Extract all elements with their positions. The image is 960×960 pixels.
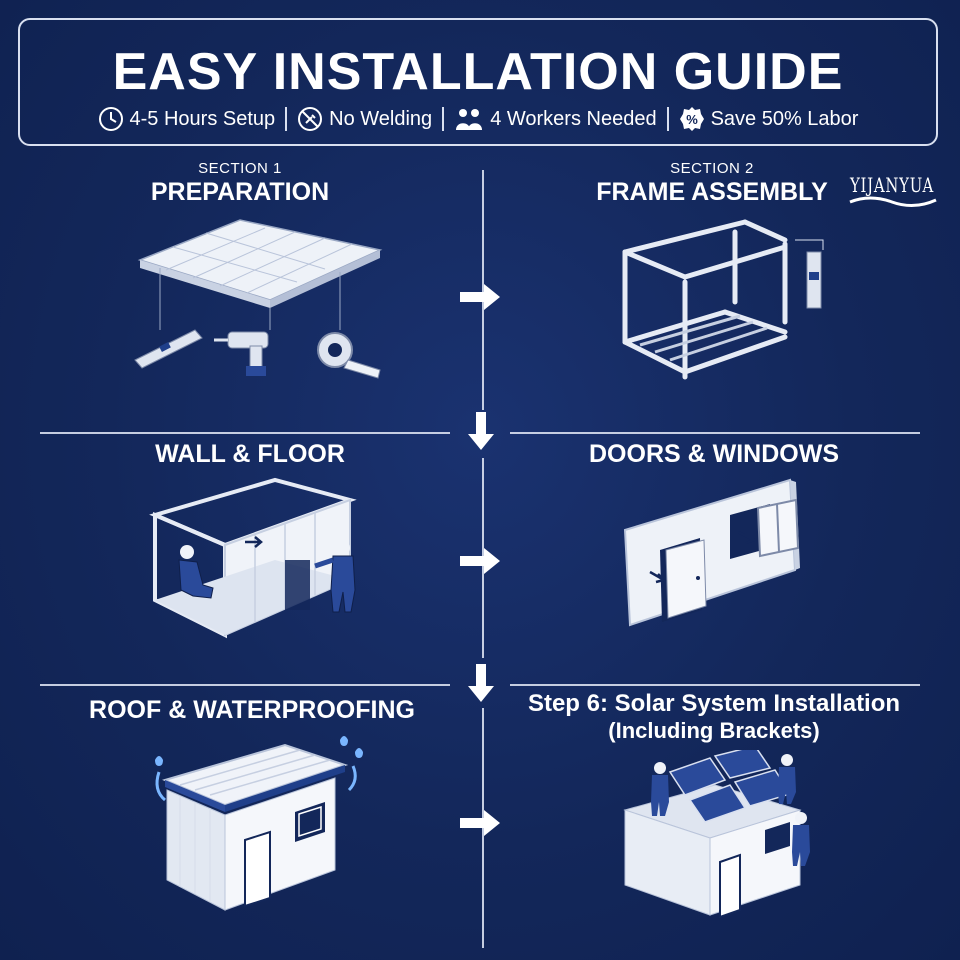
door-icon: [719, 853, 741, 919]
clock-icon: [98, 107, 123, 131]
worker-standing-icon: [651, 762, 669, 816]
feature-no-welding: No Welding: [297, 106, 432, 132]
divider-vertical: [482, 170, 484, 410]
window-icon: [730, 498, 800, 559]
arrow-right-icon: [460, 548, 500, 574]
tape-measure-icon: [317, 332, 381, 379]
divider-horizontal: [40, 684, 450, 686]
doors-windows-illustration: [623, 478, 800, 627]
divider-horizontal: [510, 684, 920, 686]
no-welding-icon: [298, 107, 323, 131]
step-2-title: FRAME ASSEMBLY: [596, 178, 828, 206]
feature-save-labor: % Save 50% Labor: [679, 106, 859, 132]
arrow-down-icon: [468, 664, 494, 702]
solar-panel-icon: [668, 750, 792, 823]
svg-text:YIJANYUA: YIJANYUA: [849, 173, 934, 197]
solar-installation-illustration: [623, 750, 810, 919]
page-title: EASY INSTALLATION GUIDE: [112, 43, 844, 101]
feature-workers: 4 Workers Needed: [454, 106, 657, 132]
header-panel: EASY INSTALLATION GUIDE 4-5 Hours Setup …: [18, 18, 938, 146]
worker-standing-icon: [778, 754, 796, 804]
feature-divider: [285, 107, 288, 131]
level-tool-icon: [806, 251, 822, 309]
roof-waterproofing-illustration: [155, 736, 363, 911]
window-icon: [295, 802, 325, 842]
section-1-label: SECTION 1: [198, 160, 282, 177]
door-icon: [660, 538, 707, 622]
feature-label: Save 50% Labor: [710, 107, 859, 130]
worker-standing-icon: [792, 812, 810, 866]
worker-kneeling-icon: [178, 545, 214, 599]
workers-icon: [456, 109, 483, 130]
section-2-label: SECTION 2: [670, 160, 754, 177]
arrow-right-icon: [460, 810, 500, 836]
arrow-down-icon: [468, 412, 494, 450]
worker-standing-icon: [314, 541, 356, 613]
feature-divider: [442, 107, 445, 131]
brand-logo-mark: YIJANYUA: [849, 173, 937, 207]
divider-horizontal: [40, 432, 450, 434]
window-icon: [765, 822, 790, 854]
step-6-title: Step 6: Solar System Installation: [527, 690, 901, 717]
percent-icon: %: [679, 107, 704, 131]
spirit-level-icon: [134, 329, 203, 369]
door-icon: [244, 830, 271, 908]
preparation-illustration: [134, 219, 383, 379]
wall-floor-illustration: [149, 477, 357, 639]
water-drop-icon: [155, 736, 363, 766]
arrow-right-icon: [460, 284, 500, 310]
step-6-subtitle: (Including Brackets): [608, 718, 820, 743]
feature-label: No Welding: [329, 107, 433, 130]
svg-text:%: %: [686, 112, 698, 127]
step-3-title: WALL & FLOOR: [155, 440, 345, 468]
step-4-title: DOORS & WINDOWS: [589, 440, 839, 468]
step-5-title: ROOF & WATERPROOFING: [89, 696, 415, 724]
brand-logo: YIJANYUA: [848, 168, 938, 207]
feature-label: 4-5 Hours Setup: [129, 107, 276, 130]
frame-assembly-illustration: [622, 219, 824, 380]
divider-horizontal: [510, 432, 920, 434]
feature-setup-time: 4-5 Hours Setup: [98, 106, 276, 132]
feature-bar: 4-5 Hours Setup No Welding 4 Workers Nee…: [20, 104, 936, 134]
feature-label: 4 Workers Needed: [490, 107, 657, 130]
step-1-title: PREPARATION: [150, 178, 330, 206]
feature-divider: [666, 107, 669, 131]
drill-icon: [214, 331, 269, 376]
